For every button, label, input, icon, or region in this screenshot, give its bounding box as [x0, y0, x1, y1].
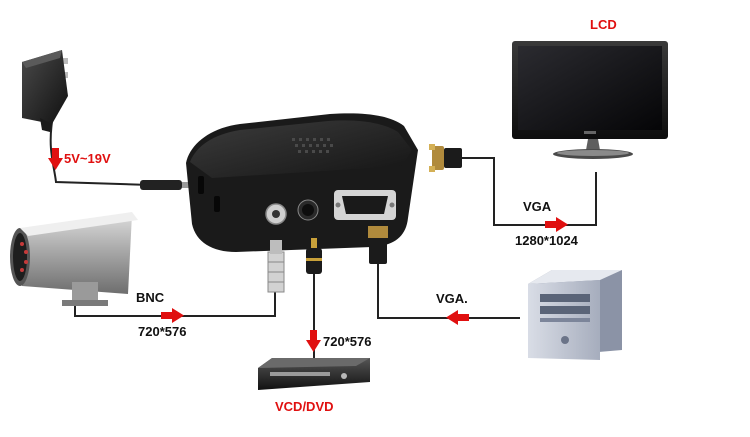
- bnc-plug-icon: [267, 240, 285, 293]
- converter-box-icon: [186, 113, 418, 252]
- vga-input-connector: [368, 226, 388, 264]
- rca-plug-icon: [306, 238, 322, 274]
- lcd-label: LCD: [590, 17, 617, 32]
- dvd-player-icon: [258, 358, 370, 390]
- arrow-vga-in: [446, 310, 469, 325]
- vga-input-cable: [377, 262, 520, 319]
- vga-input-label: VGA.: [436, 291, 468, 306]
- av-resolution-label: 720*576: [323, 334, 372, 349]
- lcd-monitor-icon: [512, 41, 668, 159]
- vga-output-resolution-label: 1280*1024: [515, 233, 578, 248]
- power-rating-label: 5V~19V: [64, 151, 111, 166]
- vga-connector-icon: [429, 144, 462, 172]
- power-adapter-icon: [22, 50, 68, 132]
- arrow-av: [306, 330, 321, 352]
- desktop-computer-icon: [528, 270, 622, 360]
- vga-output-label: VGA: [523, 199, 552, 214]
- vga-output-cable: [462, 157, 597, 226]
- arrow-bnc: [161, 308, 184, 323]
- arrow-power: [48, 148, 63, 170]
- bnc-label: BNC: [136, 290, 165, 305]
- vcd-dvd-label: VCD/DVD: [275, 399, 334, 414]
- arrow-vga-out: [545, 217, 568, 232]
- bnc-resolution-label: 720*576: [138, 324, 187, 339]
- security-camera-icon: [10, 212, 138, 306]
